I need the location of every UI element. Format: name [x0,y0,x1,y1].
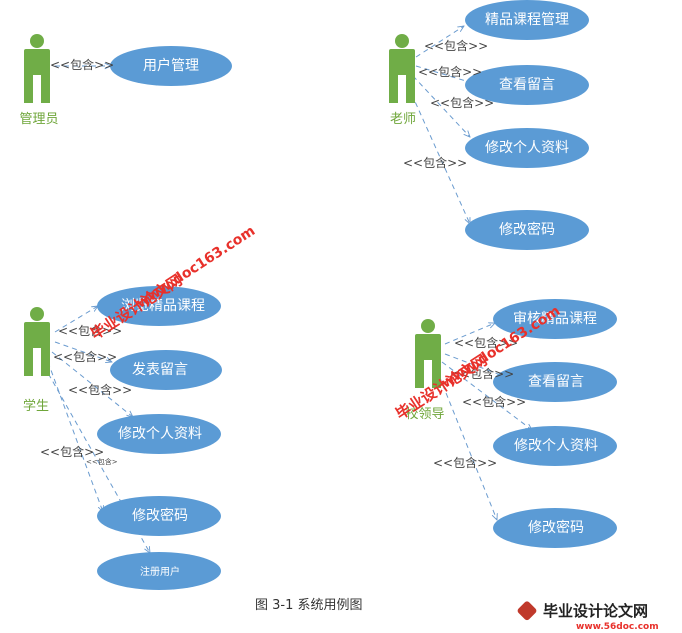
logo-mark-icon [517,601,537,621]
include-connector [415,26,464,58]
usecase-teacher-view-messages[interactable] [465,65,589,105]
actor-label: 学生 [23,398,49,414]
include-connector [54,341,112,362]
include-connector [415,65,476,84]
corner-logo: 毕业设计论文网 www.56doc.com [517,601,659,632]
actor-label: 老师 [390,112,416,127]
include-label: <<包含>> [418,64,482,79]
usecase-label: 修改个人资料 [485,140,569,156]
usecase-course-management[interactable] [465,0,589,40]
include-connector [412,75,470,137]
usecase-teacher-change-password[interactable] [465,210,589,250]
usecase-teacher-edit-profile[interactable] [465,128,589,168]
usecase-label: 精品课程管理 [485,12,569,28]
include-label: <<包含>> [50,57,114,72]
usecase-label: 查看留言 [528,374,584,390]
include-label: <<包含>> [40,444,104,459]
actor-admin[interactable]: 管理员 [19,34,59,127]
usecase-post-message[interactable] [110,350,222,390]
actor-figure-icon [389,34,415,103]
actor-figure-icon [415,319,441,388]
usecase-label: 修改个人资料 [118,426,202,442]
include-label: <<包含>> [68,382,132,397]
actor-label: 校领导 [405,406,444,422]
usecase-review-courses[interactable] [493,299,617,339]
figure-caption: 图 3-1 系统用例图 [255,598,363,613]
actor-leader[interactable]: 校领导 [405,319,445,422]
include-connector [435,367,497,520]
usecase-register-user[interactable] [97,552,221,590]
include-label: <<包含>> [53,349,117,364]
usecase-label: 浏览精品课程 [121,298,205,314]
include-label: <<包含> [86,457,118,466]
actor-figure-icon [24,34,50,103]
usecase-label: 用户管理 [143,57,199,74]
usecase-browse-courses[interactable] [97,286,221,326]
usecase-leader-view-messages[interactable] [493,362,617,402]
usecase-label: 修改密码 [528,519,584,536]
usecase-label: 发表留言 [132,362,188,378]
include-label: <<包含>> [430,95,494,110]
usecase-label: 审核精品课程 [513,311,597,327]
include-connector [407,85,470,224]
usecases [97,0,617,590]
include-connector [444,323,495,345]
include-connector [444,353,506,377]
usecase-student-change-password[interactable] [97,496,221,536]
include-label: <<包含>> [58,323,122,338]
usecase-label: 查看留言 [499,77,555,93]
corner-logo-url: www.56doc.com [576,622,659,632]
usecase-label: 修改个人资料 [514,438,598,454]
usecase-labels: 用户管理 精品课程管理 查看留言 修改个人资料 修改密码 浏览精品课程 发表留言… [118,12,598,578]
actor-figure-icon [24,307,50,376]
usecase-leader-edit-profile[interactable] [493,426,617,466]
actor-student[interactable]: 学生 [23,307,50,414]
actor-label: 管理员 [19,112,58,127]
include-labels: <<包含>> <<包含>> <<包含>> <<包含>> <<包含>> <<包含>… [40,38,526,470]
usecase-leader-change-password[interactable] [493,508,617,548]
include-connector [441,361,532,430]
connectors [43,26,532,553]
include-label: <<包含>> [433,455,497,470]
include-label: <<包含>> [450,366,514,381]
include-label: <<包含>> [403,155,467,170]
usecase-label: 注册用户 [140,565,180,578]
include-label: <<包含>> [424,38,488,53]
include-label: <<包含>> [454,335,518,350]
corner-logo-text: 毕业设计论文网 [543,602,648,620]
actor-teacher[interactable]: 老师 [389,34,416,127]
include-label: <<包含>> [462,394,526,409]
usecase-student-edit-profile[interactable] [97,414,221,454]
usecase-label: 修改密码 [132,507,188,524]
usecase-label: 修改密码 [499,221,555,238]
usecase-user-management[interactable] [110,46,232,86]
